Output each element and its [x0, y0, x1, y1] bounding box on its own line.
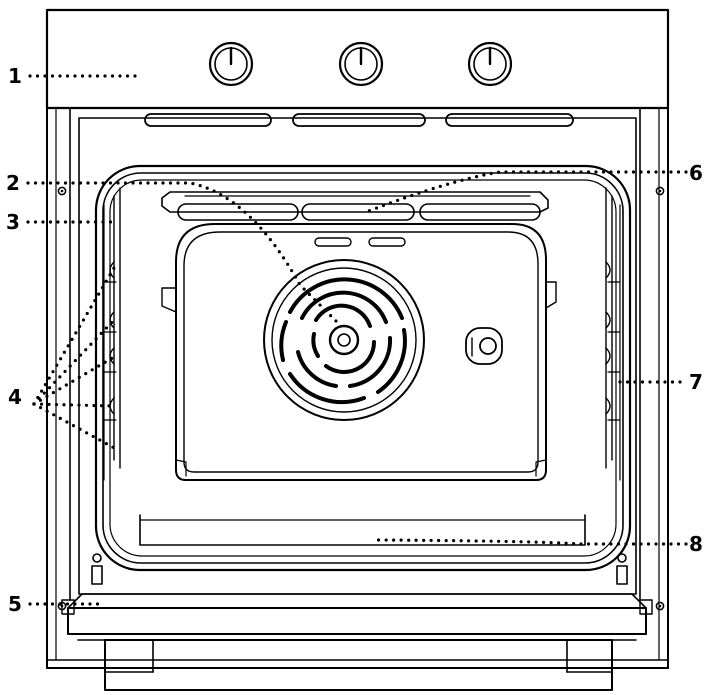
screw-icon	[655, 186, 665, 196]
control-knob-icon	[338, 41, 384, 87]
fan-guard-icon	[263, 259, 425, 421]
oven-lamp-icon	[465, 327, 503, 365]
storage-drawer	[104, 639, 613, 691]
control-panel	[45, 8, 670, 110]
screw-icon	[57, 186, 67, 196]
callout-6: 6	[689, 161, 703, 185]
callout-3: 3	[6, 210, 20, 234]
leader-line-4e	[32, 402, 120, 452]
callout-4: 4	[8, 385, 22, 409]
oven-door	[61, 593, 653, 641]
callout-7: 7	[689, 370, 703, 394]
screw-icon	[655, 601, 665, 611]
oven-cavity	[91, 164, 632, 585]
leader-line-4c	[32, 355, 116, 406]
top-heating-element	[161, 191, 549, 221]
control-knob-icon	[208, 41, 254, 87]
leader-line-8	[376, 538, 688, 546]
control-knob-icon	[467, 41, 513, 87]
back-panel	[161, 223, 557, 481]
hinge-right	[616, 553, 628, 585]
hinge-left	[91, 553, 103, 585]
leader-line-6	[364, 170, 688, 214]
left-shelf-rack	[103, 187, 121, 481]
leader-lines	[26, 74, 688, 606]
callout-2: 2	[6, 171, 20, 195]
callout-5: 5	[8, 592, 22, 616]
callout-labels: 1 2 3 4 5 6 7 8	[6, 64, 703, 616]
panel-vents	[144, 113, 574, 127]
leader-line-4d	[32, 402, 116, 408]
leader-line-4b	[32, 318, 116, 406]
callout-8: 8	[689, 532, 703, 556]
right-shelf-rack	[605, 187, 621, 481]
callout-1: 1	[8, 64, 22, 88]
